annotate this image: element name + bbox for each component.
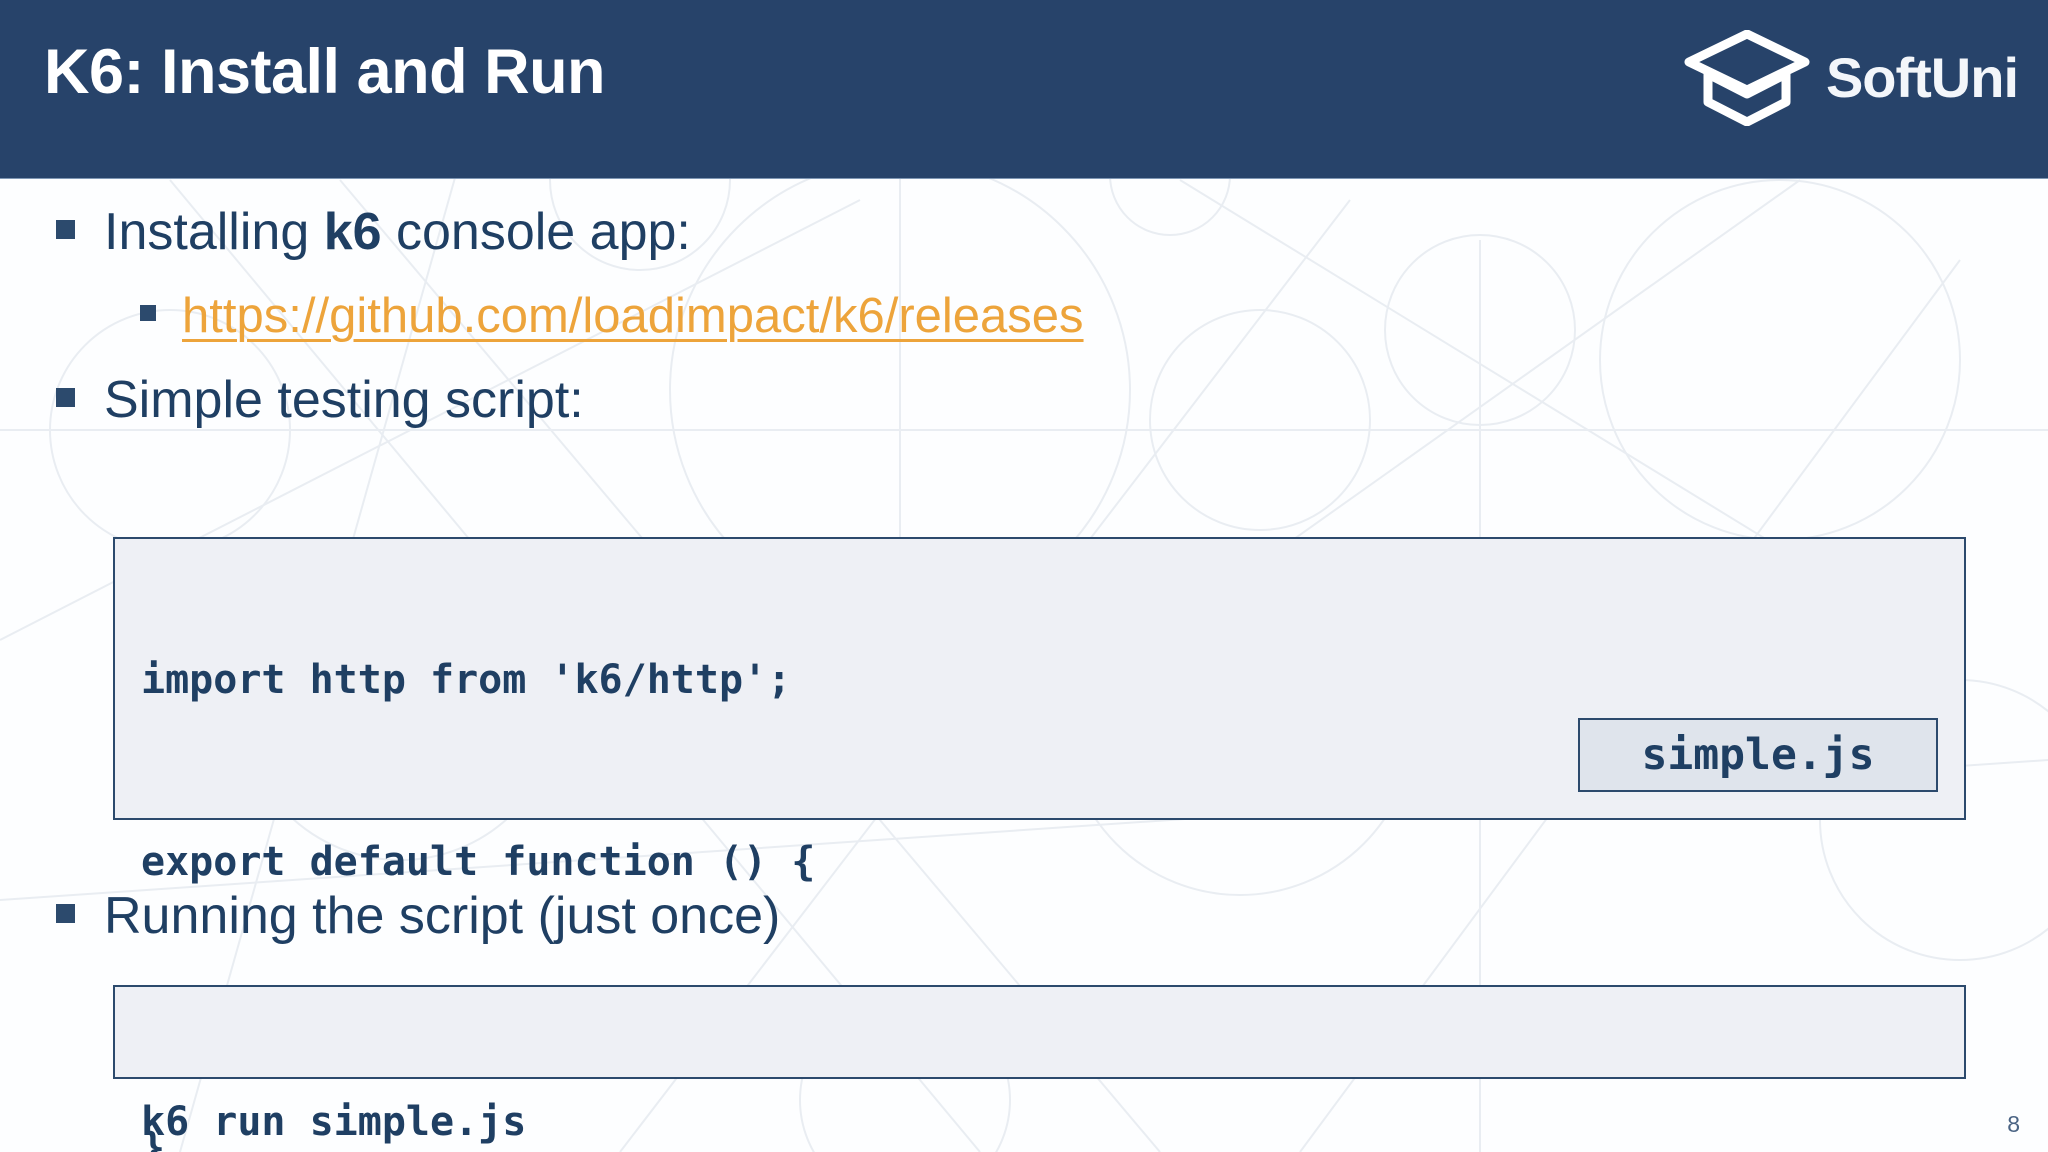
page-number: 8 — [2007, 1111, 2020, 1137]
bullet-square-icon — [56, 388, 75, 407]
bullet-installing: Installing k6 console app: — [56, 206, 691, 258]
softuni-logo: SoftUni — [1684, 30, 2019, 126]
installing-prefix: Installing — [104, 203, 324, 261]
code-line: } — [141, 1125, 166, 1152]
bullet-simple-script: Simple testing script: — [56, 374, 584, 426]
slide-header: K6: Install and Run SoftUni — [0, 0, 2048, 178]
installing-bold-k6: k6 — [323, 203, 382, 261]
code-line: export default function () { — [141, 839, 816, 885]
bullet-square-icon — [56, 220, 75, 239]
bullet-square-icon — [140, 305, 156, 321]
releases-link[interactable]: https://github.com/loadimpact/k6/release… — [182, 289, 1084, 343]
graduation-cap-icon — [1684, 30, 1810, 126]
bullet-running-script: Running the script (just once) — [56, 890, 780, 942]
bullet-simple-script-label: Simple testing script: — [104, 371, 584, 429]
code-line: import http from 'k6/http'; — [141, 657, 792, 703]
code-block-run-command[interactable]: k6 run simple.js — [113, 985, 1966, 1145]
bullet-running-script-label: Running the script (just once) — [104, 887, 781, 945]
logo-text: SoftUni — [1825, 46, 2019, 109]
installing-suffix: console app: — [381, 203, 691, 261]
bullet-square-icon — [56, 904, 75, 923]
code-line: k6 run simple.js — [141, 1099, 527, 1145]
bullet-release-link-row[interactable]: https://github.com/loadimpact/k6/release… — [140, 292, 1084, 341]
page-title: K6: Install and Run — [44, 37, 606, 107]
slide-body: Installing k6 console app: https://githu… — [0, 178, 2048, 1152]
file-name-badge: simple.js — [1578, 718, 1938, 792]
bullet-installing-label: Installing k6 console app: — [104, 206, 691, 258]
